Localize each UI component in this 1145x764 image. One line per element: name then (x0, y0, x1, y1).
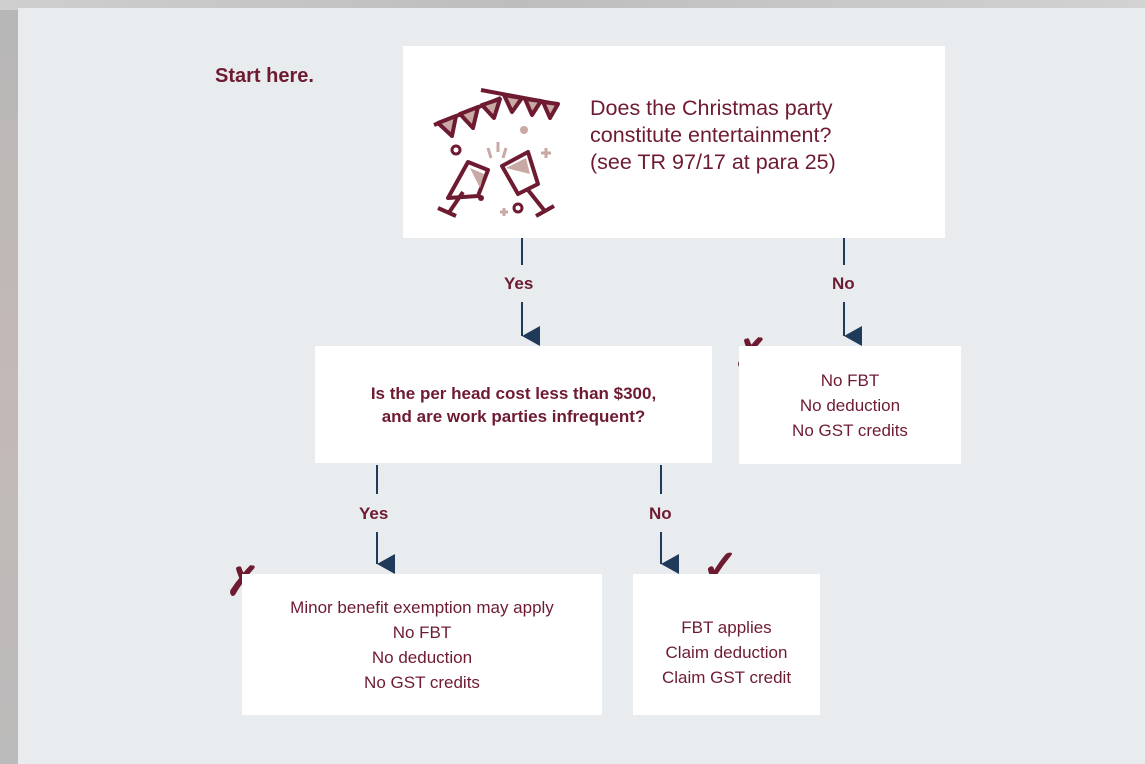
outcome-line: No GST credits (364, 672, 480, 692)
party-glasses-bunting-icon (433, 88, 560, 218)
q1-yes-label: Yes (504, 274, 534, 293)
outcome-q2-yes-box: Minor benefit exemption may apply No FBT… (242, 574, 602, 715)
outcome-q1-no-box: No FBT No deduction No GST credits (739, 346, 961, 464)
outcome-line: Claim GST credit (661, 668, 792, 687)
question2-text: Is the per head cost less than $300, and… (371, 382, 656, 428)
outcome-line: Claim deduction (665, 643, 788, 662)
outcome-line: No deduction (371, 647, 473, 667)
outcome-line: No deduction (799, 395, 901, 415)
question1-line: constitute entertainment? (590, 123, 832, 147)
q2-yes-label: Yes (359, 504, 389, 523)
start-label: Start here. (215, 65, 314, 87)
outcome-line: No GST credits (792, 420, 908, 440)
question1-text: Does the Christmas party constitute ente… (590, 95, 900, 176)
outcome-line: FBT applies (681, 618, 772, 637)
backdrop-top (0, 0, 1145, 10)
outcome-line: No FBT (820, 370, 880, 390)
outcome-line: Minor benefit exemption may apply (290, 597, 554, 617)
question1-box (403, 46, 945, 238)
outcome-line: No FBT (392, 622, 452, 642)
q1-no-label: No (832, 274, 855, 293)
q2-no-label: No (649, 504, 672, 523)
question2-line: Is the per head cost less than $300, (370, 383, 657, 403)
outcome-q2-no-box: FBT applies Claim deduction Claim GST cr… (633, 574, 820, 715)
question2-line: and are work parties infrequent? (381, 406, 646, 426)
question2-box: Is the per head cost less than $300, and… (315, 346, 712, 463)
question1-line: (see TR 97/17 at para 25) (590, 150, 836, 174)
backdrop-left (0, 0, 18, 764)
question1-line: Does the Christmas party (590, 96, 833, 120)
